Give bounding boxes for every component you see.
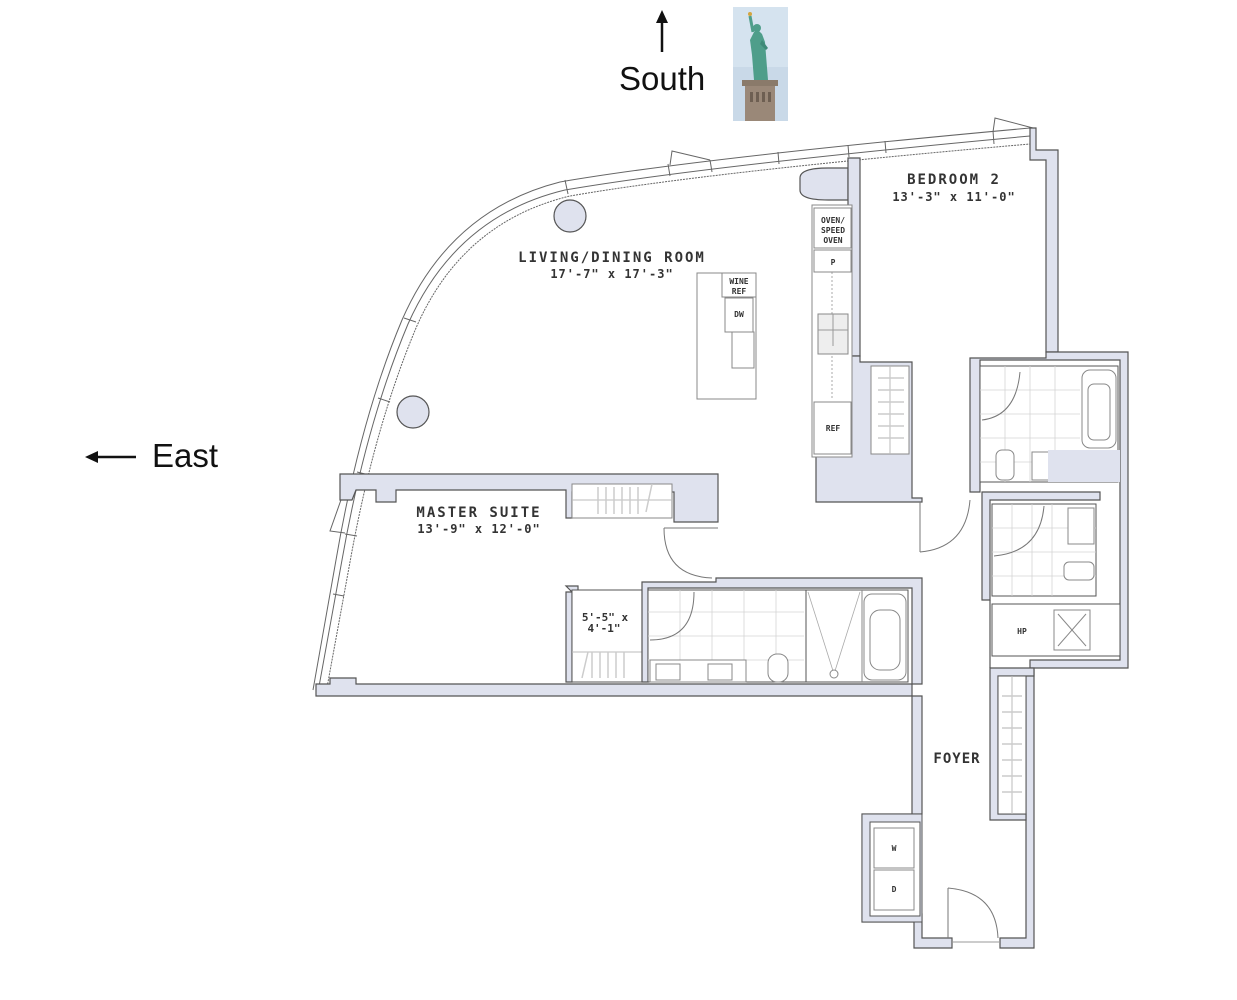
wine-ref [721, 272, 757, 298]
pantry [813, 249, 852, 273]
sink [655, 663, 681, 681]
refrigerator [813, 401, 852, 455]
closet-dims: 5'-5" x [582, 611, 629, 624]
master-suite-label: MASTER SUITE [416, 505, 541, 521]
washer-label: W [892, 844, 897, 853]
foyer-label: FOYER [933, 751, 980, 767]
structural-column [396, 395, 430, 429]
dryer-label: D [892, 885, 897, 894]
master-suite-dims: 13'-9" x 12'-0" [417, 522, 540, 536]
master-bathroom [641, 577, 923, 685]
sink [1067, 507, 1095, 545]
hp-label: HP [1017, 627, 1027, 636]
south-arrow-icon [656, 10, 668, 52]
sink [731, 331, 755, 369]
bathroom-2 [969, 351, 1129, 669]
shower-drain [829, 669, 839, 679]
kitchen-island [696, 272, 757, 400]
living-room-label: LIVING/DINING ROOM [518, 250, 706, 266]
structural-column [553, 199, 587, 233]
kitchen-closet [870, 365, 910, 455]
walk-in-closet [564, 585, 643, 683]
south-label: South [619, 60, 705, 97]
master-suite-walls [315, 473, 913, 697]
east-arrow-icon [85, 451, 136, 463]
dryer [873, 869, 915, 911]
statue-of-liberty-photo [733, 7, 788, 121]
bedroom2-label: BEDROOM 2 [907, 172, 1001, 188]
wine-ref-label: REF [732, 287, 747, 296]
living-room-dims: 17'-7" x 17'-3" [550, 267, 673, 281]
mechanical-closet [991, 603, 1121, 657]
foyer-walls [861, 600, 1035, 949]
kitchen-counter [811, 204, 853, 458]
door-swing [919, 499, 971, 553]
dw-label: DW [734, 310, 744, 319]
oven-speed-oven [813, 207, 852, 249]
exterior-curtain-wall [312, 117, 1034, 694]
pantry-label: P [831, 258, 836, 267]
closet-dims: 4'-1" [587, 622, 620, 635]
bedroom2-dims: 13'-3" x 11'-0" [892, 190, 1015, 204]
toilet [1063, 561, 1095, 581]
sink [707, 663, 733, 681]
wine-ref-label: WINE [729, 277, 748, 286]
structural-column [799, 167, 849, 201]
bedroom2-walls [847, 127, 1059, 357]
dishwasher [724, 297, 754, 333]
toilet [995, 449, 1015, 481]
oven-label: OVEN [823, 236, 842, 245]
powder-room [981, 491, 1101, 601]
oven-label: SPEED [821, 226, 845, 235]
east-label: East [152, 437, 218, 474]
toilet [767, 653, 789, 683]
washer [873, 827, 915, 869]
ref-label: REF [826, 424, 841, 433]
oven-label: OVEN/ [821, 216, 845, 225]
